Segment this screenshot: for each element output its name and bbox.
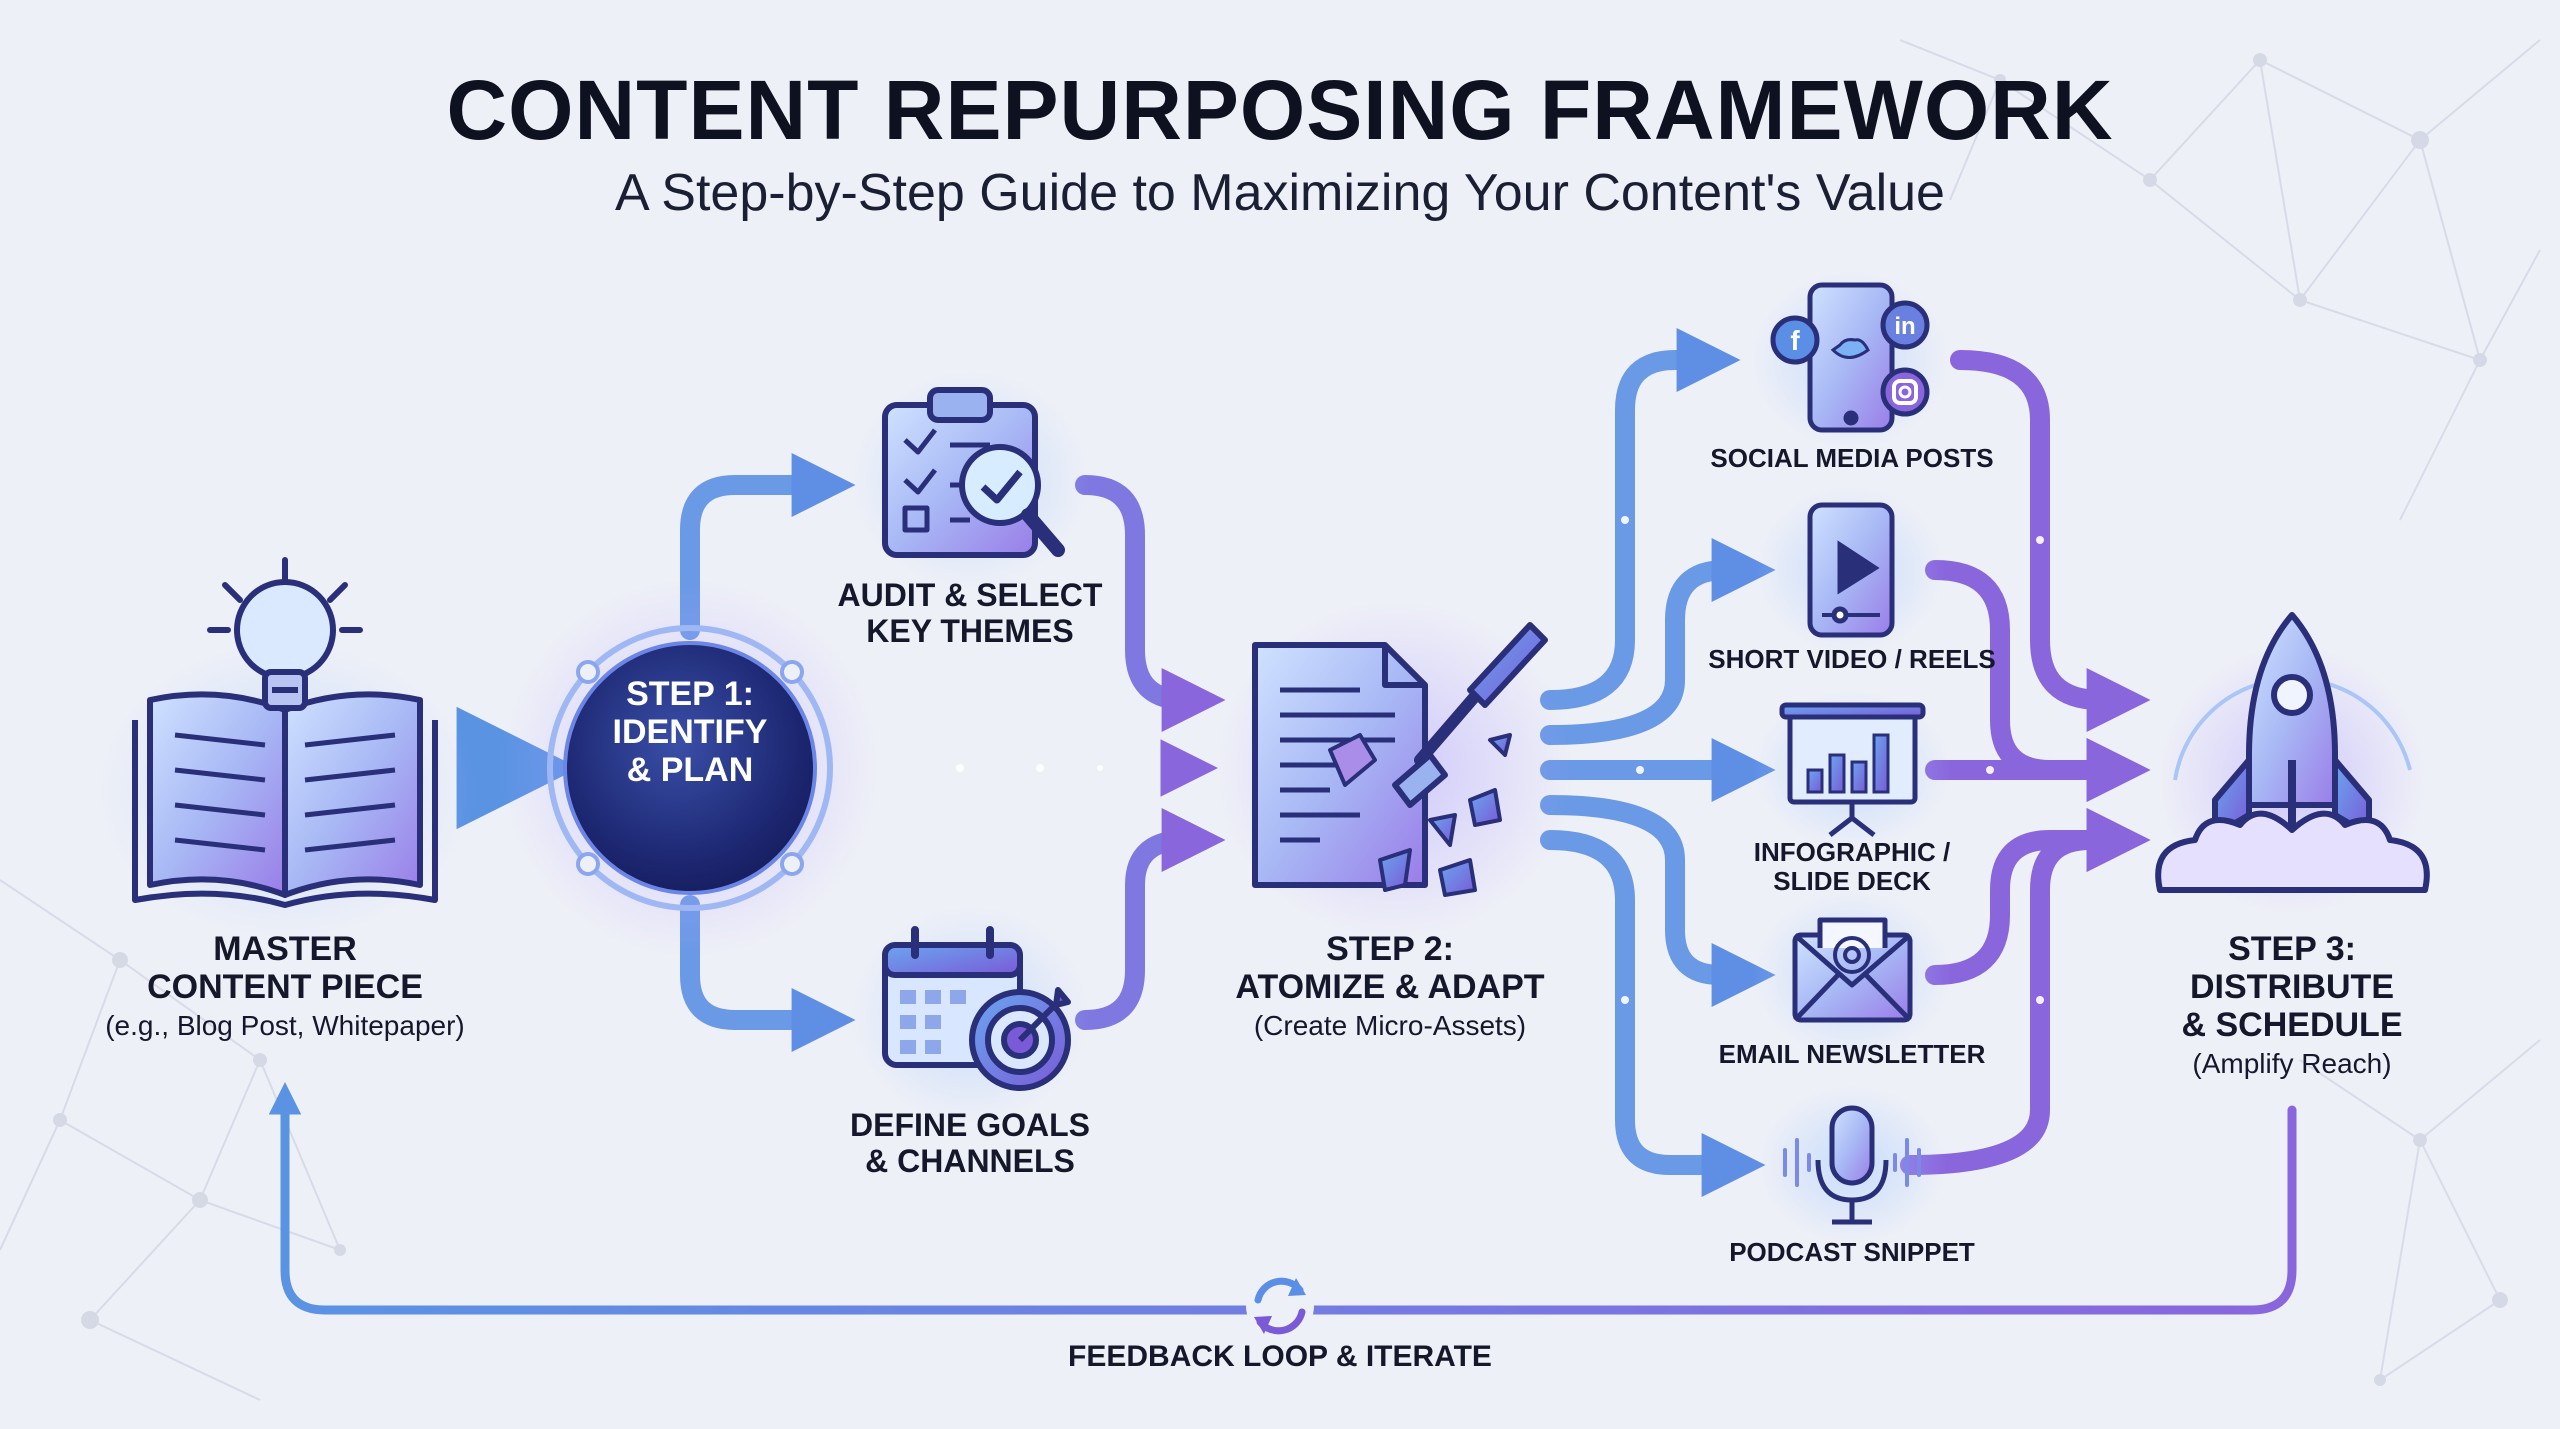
social-label: SOCIAL MEDIA POSTS (1710, 443, 1994, 473)
step1-circle (500, 578, 880, 958)
arrow-audit-to-step2 (1075, 475, 1226, 733)
step1-line3: & PLAN (626, 751, 754, 790)
flow-dots (956, 516, 2044, 1004)
feedback-label: FEEDBACK LOOP & ITERATE (1068, 1340, 1492, 1373)
step3-label-line3: & SCHEDULE (2181, 1006, 2403, 1045)
document-chisel-icon (1215, 600, 1575, 940)
audit-label-line2: KEY THEMES (866, 612, 1074, 649)
refresh-icon (1246, 1272, 1314, 1340)
microphone-icon (1757, 1085, 1947, 1245)
step2-label-line2: ATOMIZE & ADAPT (1235, 968, 1545, 1007)
master-label-example: (e.g., Blog Post, Whitepaper) (105, 1010, 465, 1042)
goals-label-line1: DEFINE GOALS (849, 1107, 1090, 1143)
step1-line1: STEP 1: (626, 675, 754, 713)
master-label-line2: CONTENT PIECE (147, 968, 423, 1007)
phone-social-icon (1750, 270, 1950, 450)
step2-label-note: (Create Micro-Assets) (1253, 1010, 1527, 1042)
step3-label-line1: STEP 3: (2228, 930, 2356, 968)
email-label: EMAIL NEWSLETTER (1718, 1039, 1986, 1069)
arrow-social-to-step3 (1950, 350, 2151, 733)
arrow-step2-to-video (1540, 537, 1776, 745)
arrow-step1-to-goals (680, 895, 856, 1053)
step1-line2: IDENTIFY (612, 713, 768, 752)
calendar-target-icon (850, 905, 1090, 1125)
video-label: SHORT VIDEO / REELS (1708, 644, 1996, 674)
podcast-label: PODCAST SNIPPET (1729, 1237, 1975, 1267)
arrow-podcast-to-step3 (1900, 807, 2151, 1175)
master-label: MASTER CONTENT PIECE (e.g., Blog Post, W… (80, 930, 490, 1042)
linkedin-badge-text: in (1894, 313, 1915, 340)
background-nodes (53, 53, 2508, 1386)
arrow-step2-to-podcast (1540, 830, 1766, 1198)
arrow-step1-to-audit (680, 452, 856, 640)
envelope-at-icon (1752, 890, 1952, 1060)
step2-label-line1: STEP 2: (1326, 930, 1454, 968)
clipboard-magnifier-icon (850, 370, 1090, 590)
step3-label-line2: DISTRIBUTE (2190, 968, 2394, 1007)
rocket-icon (2155, 612, 2430, 915)
step1-label: STEP 1: IDENTIFY & PLAN (578, 675, 802, 789)
step3-label: STEP 3: DISTRIBUTE & SCHEDULE (Amplify R… (2110, 930, 2474, 1080)
facebook-badge-text: f (1790, 325, 1800, 356)
arrow-step2-to-social (1540, 327, 1741, 710)
page-subtitle: A Step-by-Step Guide to Maximizing Your … (615, 164, 1945, 222)
page-title: CONTENT REPURPOSING FRAMEWORK (446, 63, 2114, 157)
step2-label: STEP 2: ATOMIZE & ADAPT (Create Micro-As… (1180, 930, 1600, 1042)
step3-label-note: (Amplify Reach) (2192, 1048, 2392, 1080)
infographic-label-line2: SLIDE DECK (1773, 866, 1931, 897)
master-label-line1: MASTER (213, 930, 357, 968)
goals-label-line2: & CHANNELS (865, 1142, 1075, 1179)
open-book-lightbulb-icon (95, 557, 475, 940)
arrow-step2-to-email (1540, 795, 1776, 1008)
arrow-goals-to-step2 (1075, 807, 1226, 1030)
phone-play-icon (1755, 485, 1945, 655)
goals-label: DEFINE GOALS & CHANNELS (790, 1107, 1150, 1180)
presentation-board-icon (1752, 690, 1952, 850)
audit-label-line1: AUDIT & SELECT (837, 577, 1103, 613)
infographic-label-line1: INFOGRAPHIC / (1753, 837, 1951, 867)
audit-label: AUDIT & SELECT KEY THEMES (790, 577, 1150, 650)
infographic-label: INFOGRAPHIC / SLIDE DECK (1672, 837, 2032, 897)
arrow-email-to-step3 (1925, 807, 2151, 985)
